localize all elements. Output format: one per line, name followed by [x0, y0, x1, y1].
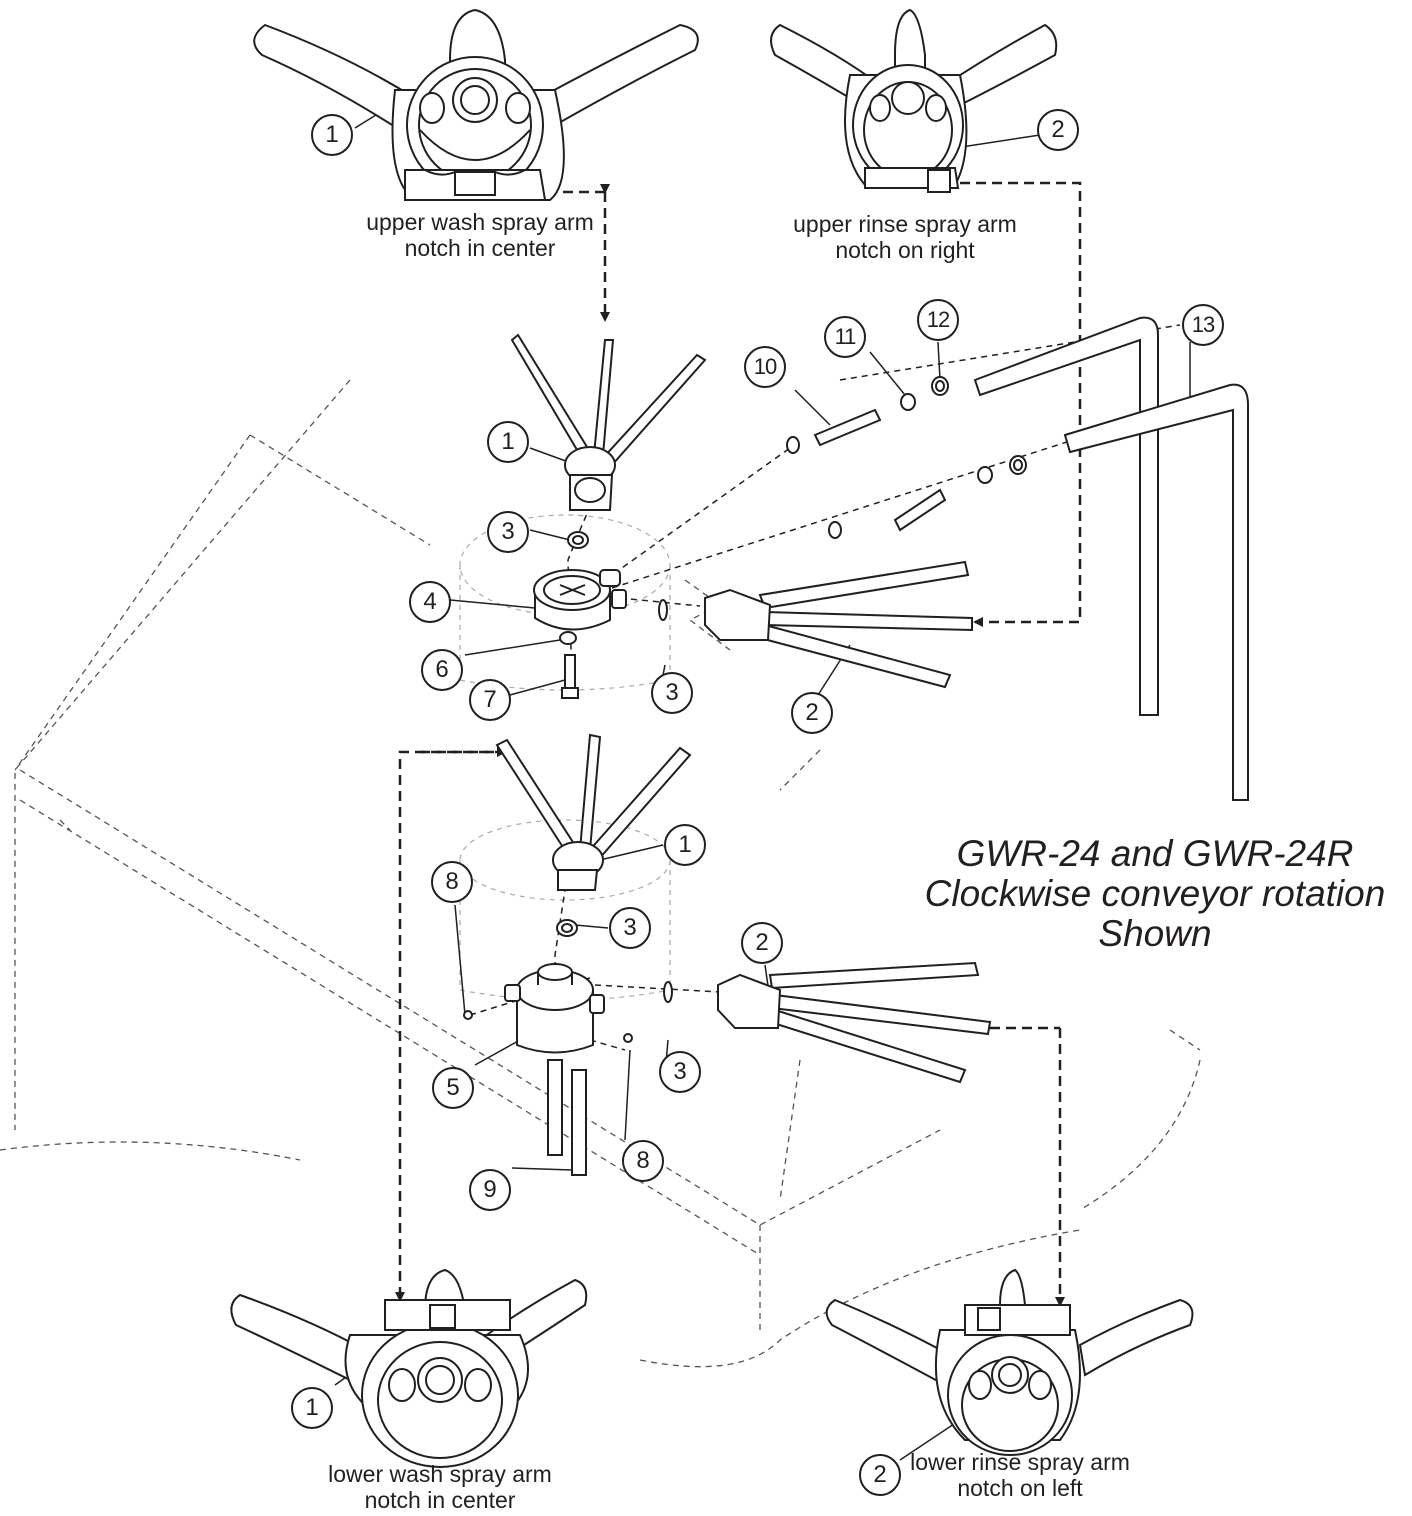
- callout-2-low-rinse-arm: 2: [741, 922, 783, 964]
- callout-3-gasket-lower-side: 3: [659, 1051, 701, 1093]
- lower-wash-label: lower wash spray arm notch in center: [290, 1461, 590, 1513]
- callout-9-studs: 9: [469, 1169, 511, 1211]
- lower-rinse-spray-arm-detail: [825, 1268, 1194, 1456]
- upper-wash-label-line1: upper wash spray arm: [366, 209, 594, 235]
- callout-1-lower-wash: 1: [291, 1387, 333, 1429]
- callout-2-mid-rinse-arm: 2: [791, 692, 833, 734]
- upper-rinse-label-line1: upper rinse spray arm: [793, 211, 1017, 237]
- lower-wash-label-line1: lower wash spray arm: [328, 1461, 552, 1487]
- upper-wash-label-line2: notch in center: [404, 235, 556, 261]
- callout-1-mid-lower-arm: 1: [664, 824, 706, 866]
- title-line2: Clockwise conveyor rotation: [924, 873, 1386, 914]
- mid-rinse-arm: [704, 560, 973, 689]
- callout-7-bolt: 7: [469, 679, 511, 721]
- low-rinse-arm: [717, 961, 992, 1084]
- callout-8-screw-right: 8: [622, 1140, 664, 1182]
- gasket-rings: [556, 531, 673, 1003]
- lower-rinse-label-line2: notch on left: [957, 1475, 1083, 1501]
- callout-1-upper-wash: 1: [311, 114, 353, 156]
- callout-8-screw-left: 8: [431, 861, 473, 903]
- callout-3-gasket-upper: 3: [487, 511, 529, 553]
- machine-outline: [0, 379, 1201, 1368]
- upper-rinse-label: upper rinse spray arm notch on right: [755, 211, 1055, 263]
- mid-upper-wash-arm: [510, 333, 707, 511]
- callout-5-lower-manifold: 5: [432, 1067, 474, 1109]
- callout-3-gasket-lower: 3: [609, 907, 651, 949]
- title-line1: GWR-24 and GWR-24R: [956, 833, 1354, 874]
- upper-wash-label: upper wash spray arm notch in center: [330, 209, 630, 261]
- upper-rinse-label-line2: notch on right: [835, 237, 975, 263]
- title-line3: Shown: [1098, 913, 1212, 954]
- callout-1-mid-upper-arm: 1: [487, 421, 529, 463]
- leader-lines: [334, 99, 1191, 1461]
- callout-6-washer: 6: [421, 649, 463, 691]
- lower-rinse-label-line1: lower rinse spray arm: [910, 1449, 1130, 1475]
- upper-rinse-spray-arm-detail: [770, 8, 1058, 193]
- mid-lower-wash-arm: [495, 733, 692, 891]
- upper-wash-spray-arm-detail: [253, 8, 699, 201]
- callout-13-rinse-pipe: 13: [1182, 304, 1224, 346]
- callout-3-gasket-side: 3: [651, 672, 693, 714]
- lower-manifold: [463, 963, 633, 1176]
- callout-11-ring: 11: [824, 316, 866, 358]
- callout-2-lower-rinse: 2: [859, 1454, 901, 1496]
- callout-10-pipe: 10: [744, 346, 786, 388]
- lower-wash-label-line2: notch in center: [364, 1487, 516, 1513]
- rinse-pipes: [786, 316, 1249, 801]
- diagram-title: GWR-24 and GWR-24R Clockwise conveyor ro…: [900, 834, 1410, 954]
- callout-4-manifold: 4: [409, 581, 451, 623]
- callout-12-nut: 12: [917, 299, 959, 341]
- callout-2-upper-rinse: 2: [1037, 109, 1079, 151]
- upper-manifold: [533, 569, 627, 699]
- lower-rinse-label: lower rinse spray arm notch on left: [870, 1449, 1170, 1501]
- lower-wash-spray-arm-detail: [230, 1268, 588, 1468]
- alignment-arrows: [395, 181, 1082, 1307]
